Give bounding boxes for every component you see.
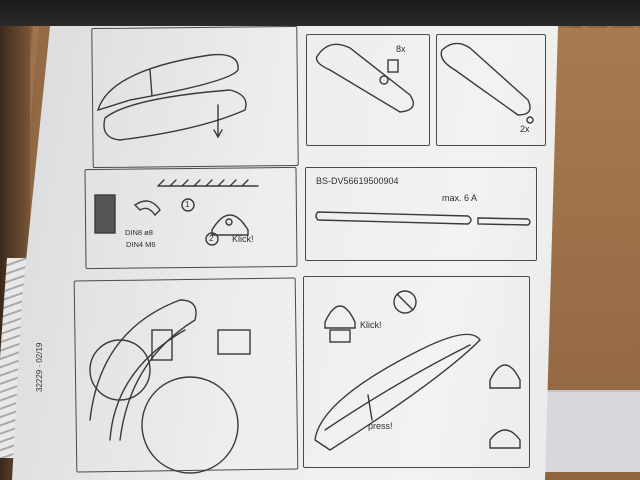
side-clip-1 xyxy=(489,364,521,389)
lamp-body-5 xyxy=(314,333,481,451)
lamp-edge-5 xyxy=(324,344,471,431)
arrow-head-1 xyxy=(213,129,223,139)
lamp-body-3 xyxy=(440,42,531,116)
mount-screw xyxy=(225,218,233,226)
tube-1 xyxy=(315,211,472,225)
label-8x: 8x xyxy=(396,44,406,54)
label-model: BS-DV56619500904 xyxy=(316,176,399,186)
clip-1 xyxy=(387,59,399,73)
press-clip-base xyxy=(329,329,351,343)
zoom-circle-1 xyxy=(89,339,151,401)
label-klick-2: Klick! xyxy=(360,320,382,330)
lamp-edge-4 xyxy=(109,329,186,441)
detail-box xyxy=(217,329,251,355)
label-max-current: max. 6 A xyxy=(442,193,478,203)
page-footer-code: 32229 · 02/19 xyxy=(35,342,44,392)
label-press: press! xyxy=(368,421,393,431)
clip-ring xyxy=(379,75,389,85)
tube-2 xyxy=(477,217,531,226)
side-clip-2 xyxy=(489,429,521,449)
panel-press-release xyxy=(303,276,530,468)
label-klick-1: Klick! xyxy=(232,234,254,244)
zoom-circle-2 xyxy=(141,376,239,474)
panel-clips-top-middle xyxy=(306,34,430,146)
press-clip xyxy=(324,305,356,329)
label-step-1: 1 xyxy=(185,200,190,209)
arrow-line-1 xyxy=(149,69,153,97)
no-sign xyxy=(393,290,417,314)
label-step-2: 2 xyxy=(209,234,214,243)
step-2-circle xyxy=(205,232,219,246)
no-sign-slash xyxy=(396,293,414,311)
dark-top-band xyxy=(0,0,640,26)
step-1-circle xyxy=(181,198,195,212)
panel-model-info xyxy=(305,167,537,261)
mount-clip xyxy=(211,214,249,236)
connector xyxy=(151,329,173,361)
label-2x: 2x xyxy=(520,124,530,134)
label-din8: DIN8 ø8 xyxy=(125,228,153,237)
ceiling-hatch xyxy=(157,179,249,187)
lamp-body-2 xyxy=(315,43,414,113)
label-din4: DIN4 M6 xyxy=(126,240,156,249)
lamp-body-1 xyxy=(96,53,239,112)
clip-2 xyxy=(526,116,534,124)
plug-icon xyxy=(94,194,116,234)
lamp-body-4 xyxy=(89,299,197,441)
press-arrow xyxy=(367,394,373,421)
clip-3 xyxy=(133,200,161,217)
lamp-cover-1 xyxy=(103,89,247,141)
panel-clips-top-right xyxy=(436,34,546,146)
